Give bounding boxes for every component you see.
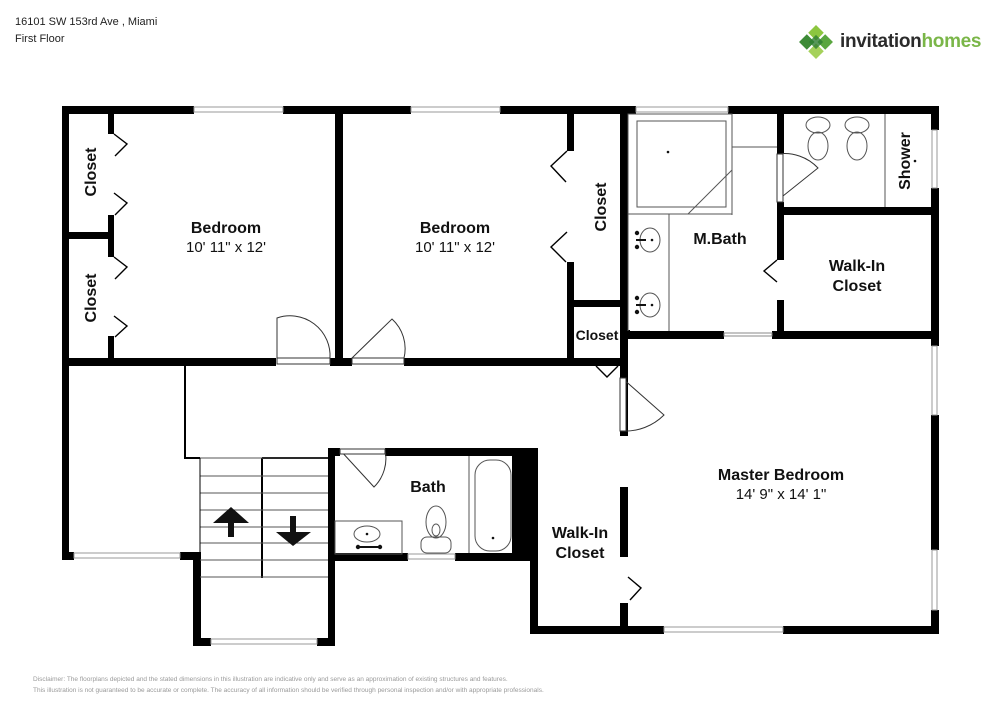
arrow-down-icon bbox=[276, 516, 311, 546]
sink-icon bbox=[353, 525, 381, 543]
address: 16101 SW 153rd Ave , Miami bbox=[15, 16, 158, 28]
room-bath: Bath bbox=[410, 479, 446, 496]
logo-word-homes: homes bbox=[921, 31, 982, 52]
disclaimer: Disclaimer: The floorplans depicted and … bbox=[33, 674, 544, 696]
stairs bbox=[199, 457, 328, 578]
room-labels: Bedroom 10' 11" x 12' Bedroom 10' 11" x … bbox=[83, 132, 914, 562]
windows bbox=[73, 106, 938, 645]
hall-outline bbox=[184, 366, 328, 578]
toilet-icon bbox=[805, 116, 831, 134]
room-closet-small: Closet bbox=[576, 327, 619, 343]
header: 16101 SW 153rd Ave , Miami First Floor bbox=[15, 14, 157, 48]
walls bbox=[62, 106, 939, 646]
room-master-bedroom-dims: 14' 9" x 14' 1" bbox=[736, 486, 827, 503]
master-bath-fixtures bbox=[627, 113, 886, 331]
room-closet-left-bottom: Closet bbox=[83, 273, 100, 323]
bathtub bbox=[474, 459, 512, 552]
room-bedroom-1-name: Bedroom bbox=[191, 220, 261, 237]
room-bedroom-2-dims: 10' 11" x 12' bbox=[415, 239, 495, 256]
fixture-dots bbox=[355, 150, 917, 550]
logo-word-invitation: invitation bbox=[840, 31, 922, 52]
brand-logo: invitationhomes bbox=[798, 24, 982, 60]
room-bedroom-2-name: Bedroom bbox=[420, 220, 490, 237]
doors bbox=[276, 153, 819, 488]
room-closet-left-top: Closet bbox=[83, 147, 100, 197]
floor-label: First Floor bbox=[15, 33, 65, 45]
room-walkin-hall-line2: Closet bbox=[556, 545, 606, 562]
room-walkin-bath-line1: Walk-In bbox=[829, 258, 885, 275]
closet-doors bbox=[113, 133, 778, 601]
room-shower: Shower bbox=[897, 132, 914, 190]
green-diamond-tiles-icon bbox=[799, 25, 833, 59]
room-closet-mid: Closet bbox=[593, 182, 610, 232]
room-master-bedroom-name: Master Bedroom bbox=[718, 467, 844, 484]
bath-fixtures bbox=[334, 456, 512, 555]
room-walkin-bath-line2: Closet bbox=[833, 278, 883, 295]
disclaimer-line-2: This illustration is not guaranteed to b… bbox=[33, 687, 544, 694]
corner-tub bbox=[636, 120, 727, 208]
room-walkin-hall-line1: Walk-In bbox=[552, 525, 608, 542]
toilet-icon bbox=[425, 505, 447, 539]
room-master-bath: M.Bath bbox=[693, 231, 746, 248]
toilet-icon bbox=[844, 116, 870, 134]
room-bedroom-1-dims: 10' 11" x 12' bbox=[186, 239, 266, 256]
disclaimer-line-1: Disclaimer: The floorplans depicted and … bbox=[33, 676, 508, 683]
arrow-up-icon bbox=[213, 507, 249, 537]
